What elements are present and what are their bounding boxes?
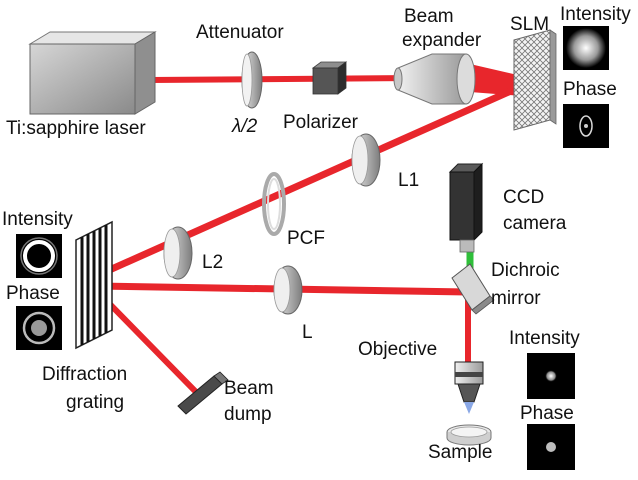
beam-laser-to-expander [147,75,423,83]
beam-expander-label-line1: Beam [404,6,454,27]
ccd-label-line2: camera [503,213,567,234]
ccd-camera [448,162,484,253]
dichroic-label-line1: Dichroic [491,260,560,281]
beam-dump [177,371,229,415]
grating-intensity-label: Intensity [2,209,73,230]
beam-expander-label-line2: expander [402,30,482,51]
grating-label-line2: grating [66,392,125,413]
slm-intensity-label: Intensity [560,4,631,25]
sample-phase-label: Phase [520,403,574,424]
sample-intensity-panel [527,353,575,399]
beam-dump-label-line2: dump [224,404,272,425]
laser-box [28,31,157,115]
diffraction-grating [75,220,113,350]
l1-label: L1 [398,170,420,191]
slm-label: SLM [510,14,550,35]
slm-device [513,29,557,131]
sample-intensity-label: Intensity [509,328,580,349]
lens-l2 [163,226,193,280]
attenuator-label: Attenuator [196,22,284,43]
half-wave-label: λ/2 [232,116,258,137]
slm-phase-panel [563,104,609,148]
objective-label: Objective [358,339,438,360]
pcf-label: PCF [287,228,325,249]
ccd-label-line1: CCD [503,187,545,208]
beam-dump-label-line1: Beam [224,378,274,399]
sample-dish [446,424,492,446]
objective-lens [454,361,484,414]
grating-phase-panel [16,306,62,350]
slm-phase-label: Phase [563,79,617,100]
slm-intensity-panel [563,26,609,70]
dichroic-mirror [451,263,495,315]
lens-l [273,265,303,315]
grating-intensity-panel [16,234,62,278]
lens-l-label: L [302,322,313,343]
grating-phase-label: Phase [6,283,60,304]
lens-l1 [351,133,381,187]
grating-label-line1: Diffraction [42,364,128,385]
half-wave-plate [241,51,263,109]
laser-label: Ti:sapphire laser [6,118,146,139]
sample-phase-panel [527,424,575,470]
sample-label: Sample [428,442,493,463]
l2-label: L2 [202,252,224,273]
beam-expander [393,53,476,105]
polarizer-label: Polarizer [283,112,358,133]
pcf-fiber [262,172,286,236]
polarizer-cube [311,61,348,95]
dichroic-label-line2: mirror [491,288,541,309]
